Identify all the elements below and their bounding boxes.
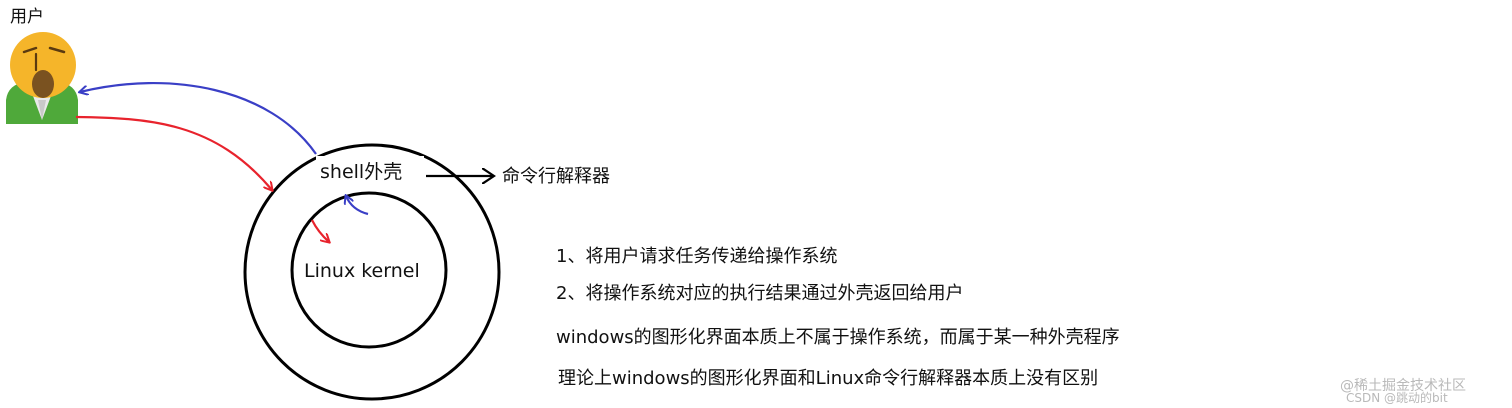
request-arrow (75, 115, 272, 190)
response-arrow (80, 82, 317, 155)
note-line-3: windows的图形化界面本质上不属于操作系统，而属于某一种外壳程序 (556, 327, 1120, 348)
note-line-4: 理论上windows的图形化界面和Linux命令行解释器本质上没有区别 (558, 368, 1098, 389)
kernel-response-arrow (346, 196, 369, 216)
kernel-request-arrow (311, 219, 329, 242)
note-line-1: 1、将用户请求任务传递给操作系统 (556, 246, 837, 267)
user-avatar-icon (6, 32, 78, 124)
note-line-2: 2、将操作系统对应的执行结果通过外壳返回给用户 (556, 283, 963, 304)
shell-outer-circle (243, 143, 501, 401)
user-label: 用户 (10, 7, 44, 27)
watermark-secondary: CSDN @跳动的bit (1346, 390, 1448, 405)
interpreter-label: 命令行解释器 (502, 166, 610, 187)
kernel-inner-circle (290, 191, 448, 349)
kernel-label: Linux kernel (304, 260, 420, 282)
watermark: @稀土掘金技术社区 (1340, 378, 1466, 394)
shell-label: shell外壳 (320, 161, 402, 183)
